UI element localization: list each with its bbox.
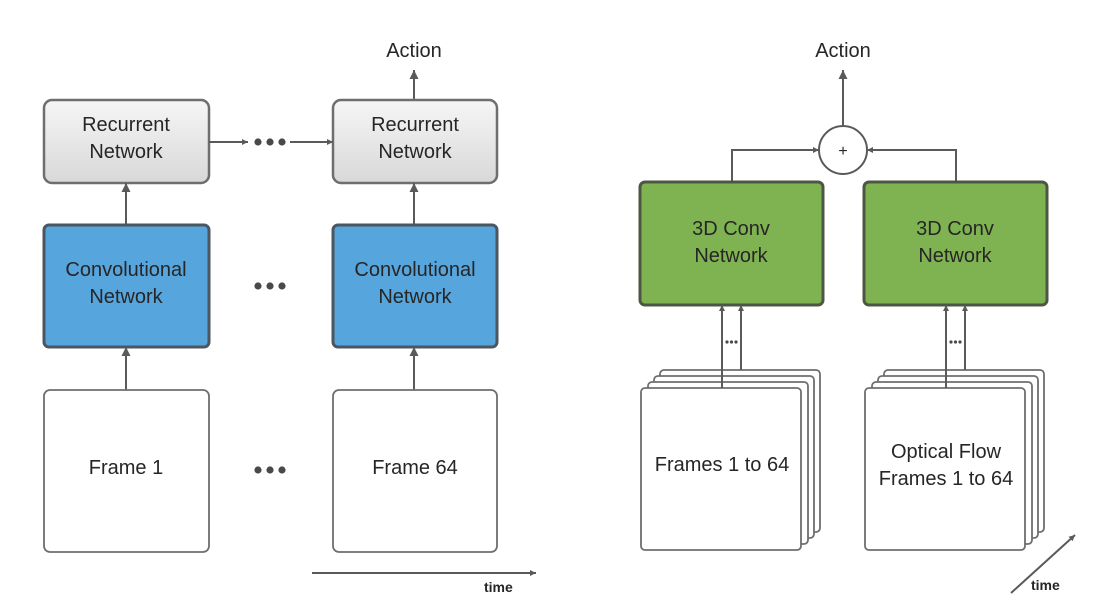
optical-flow-frame-stack: Optical Flow Frames 1 to 64 <box>864 369 1045 551</box>
rgb-frame-stack: Frames 1 to 64 <box>640 369 821 551</box>
convolutional-network-first: Convolutional Network <box>42 223 211 349</box>
recurrent-network-first: Recurrent Network <box>42 98 211 185</box>
right-time-label: time <box>1031 577 1060 593</box>
fusion-node: + <box>818 125 868 175</box>
cnn-ellipsis <box>254 282 286 290</box>
flow-label-line1: Optical Flow <box>891 441 1002 463</box>
convolutional-network-last: Convolutional Network <box>331 223 499 349</box>
recurrent-network-last: Recurrent Network <box>331 98 499 185</box>
cnn-label-line1: Convolutional <box>354 259 475 281</box>
cnn-label-line1: Convolutional <box>65 259 186 281</box>
conv3d-flow-to-fusion-arrow <box>867 147 957 182</box>
right-pipeline: Action + 3D Conv Network 3D Conv Network <box>638 40 1076 594</box>
rnn-label-line1: Recurrent <box>82 114 170 136</box>
frame-last-label: Frame 64 <box>372 457 458 479</box>
flow-label-line2: Frames 1 to 64 <box>879 468 1014 490</box>
flow-input-ellipsis <box>949 340 962 344</box>
conv3d-network-rgb: 3D Conv Network <box>638 180 825 307</box>
frame-last-box: Frame 64 <box>332 389 498 553</box>
left-action-label: Action <box>386 40 442 62</box>
conv3d-network-flow: 3D Conv Network <box>862 180 1049 307</box>
cnn-label-line2: Network <box>378 286 452 308</box>
conv3d-label-line2: Network <box>694 245 768 267</box>
frame-first-box: Frame 1 <box>43 389 210 553</box>
plus-symbol: + <box>838 143 847 160</box>
conv3d-rgb-to-fusion-arrow <box>731 147 819 182</box>
time-depth-arrow <box>1010 534 1076 594</box>
rnn-label-line2: Network <box>378 141 452 163</box>
frame-first-label: Frame 1 <box>89 457 163 479</box>
frame-ellipsis <box>254 466 286 474</box>
rnn-chain-ellipsis <box>254 138 286 146</box>
right-action-label: Action <box>815 40 871 62</box>
cnn-label-line2: Network <box>89 286 163 308</box>
conv3d-label-line1: 3D Conv <box>692 218 770 240</box>
rgb-frames-label: Frames 1 to 64 <box>655 454 790 476</box>
left-time-label: time <box>484 579 513 595</box>
rnn-label-line2: Network <box>89 141 163 163</box>
rnn-label-line1: Recurrent <box>371 114 459 136</box>
conv3d-label-line1: 3D Conv <box>916 218 994 240</box>
conv3d-label-line2: Network <box>918 245 992 267</box>
rgb-input-ellipsis <box>725 340 738 344</box>
left-pipeline: Action Recurrent Network Recurrent Netwo… <box>42 40 536 595</box>
